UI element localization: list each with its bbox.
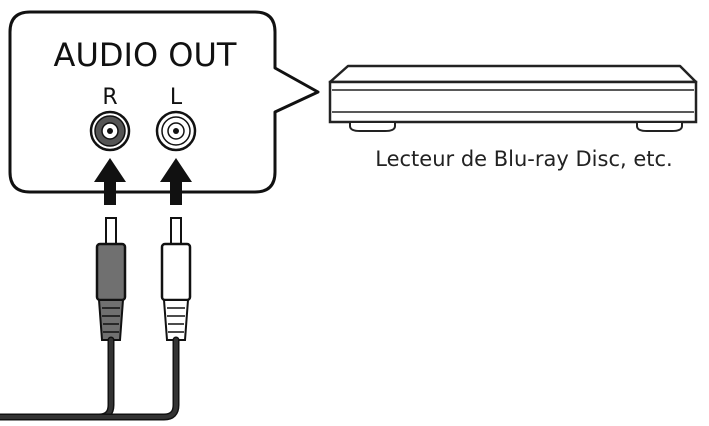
rca-plug-white-icon bbox=[160, 217, 192, 341]
rca-jack-white-icon bbox=[155, 110, 197, 152]
device-caption: Lecteur de Blu-ray Disc, etc. bbox=[375, 147, 672, 171]
rca-jack-red-icon bbox=[89, 110, 131, 152]
audio-out-panel: AUDIO OUT R L bbox=[8, 10, 320, 205]
device-top bbox=[328, 64, 698, 84]
device-foot-left bbox=[349, 121, 396, 132]
rca-plug-grey-icon bbox=[95, 217, 127, 341]
arrow-up-icon bbox=[94, 158, 126, 205]
cable bbox=[0, 336, 180, 421]
device-front bbox=[328, 80, 698, 124]
device-foot-right bbox=[636, 121, 683, 132]
arrow-up-icon bbox=[160, 158, 192, 205]
jack-label-r: R bbox=[102, 85, 117, 110]
panel-callout-shape bbox=[8, 10, 320, 194]
jack-label-l: L bbox=[170, 85, 183, 110]
blu-ray-player-icon bbox=[328, 64, 698, 132]
panel-title: AUDIO OUT bbox=[54, 36, 237, 74]
